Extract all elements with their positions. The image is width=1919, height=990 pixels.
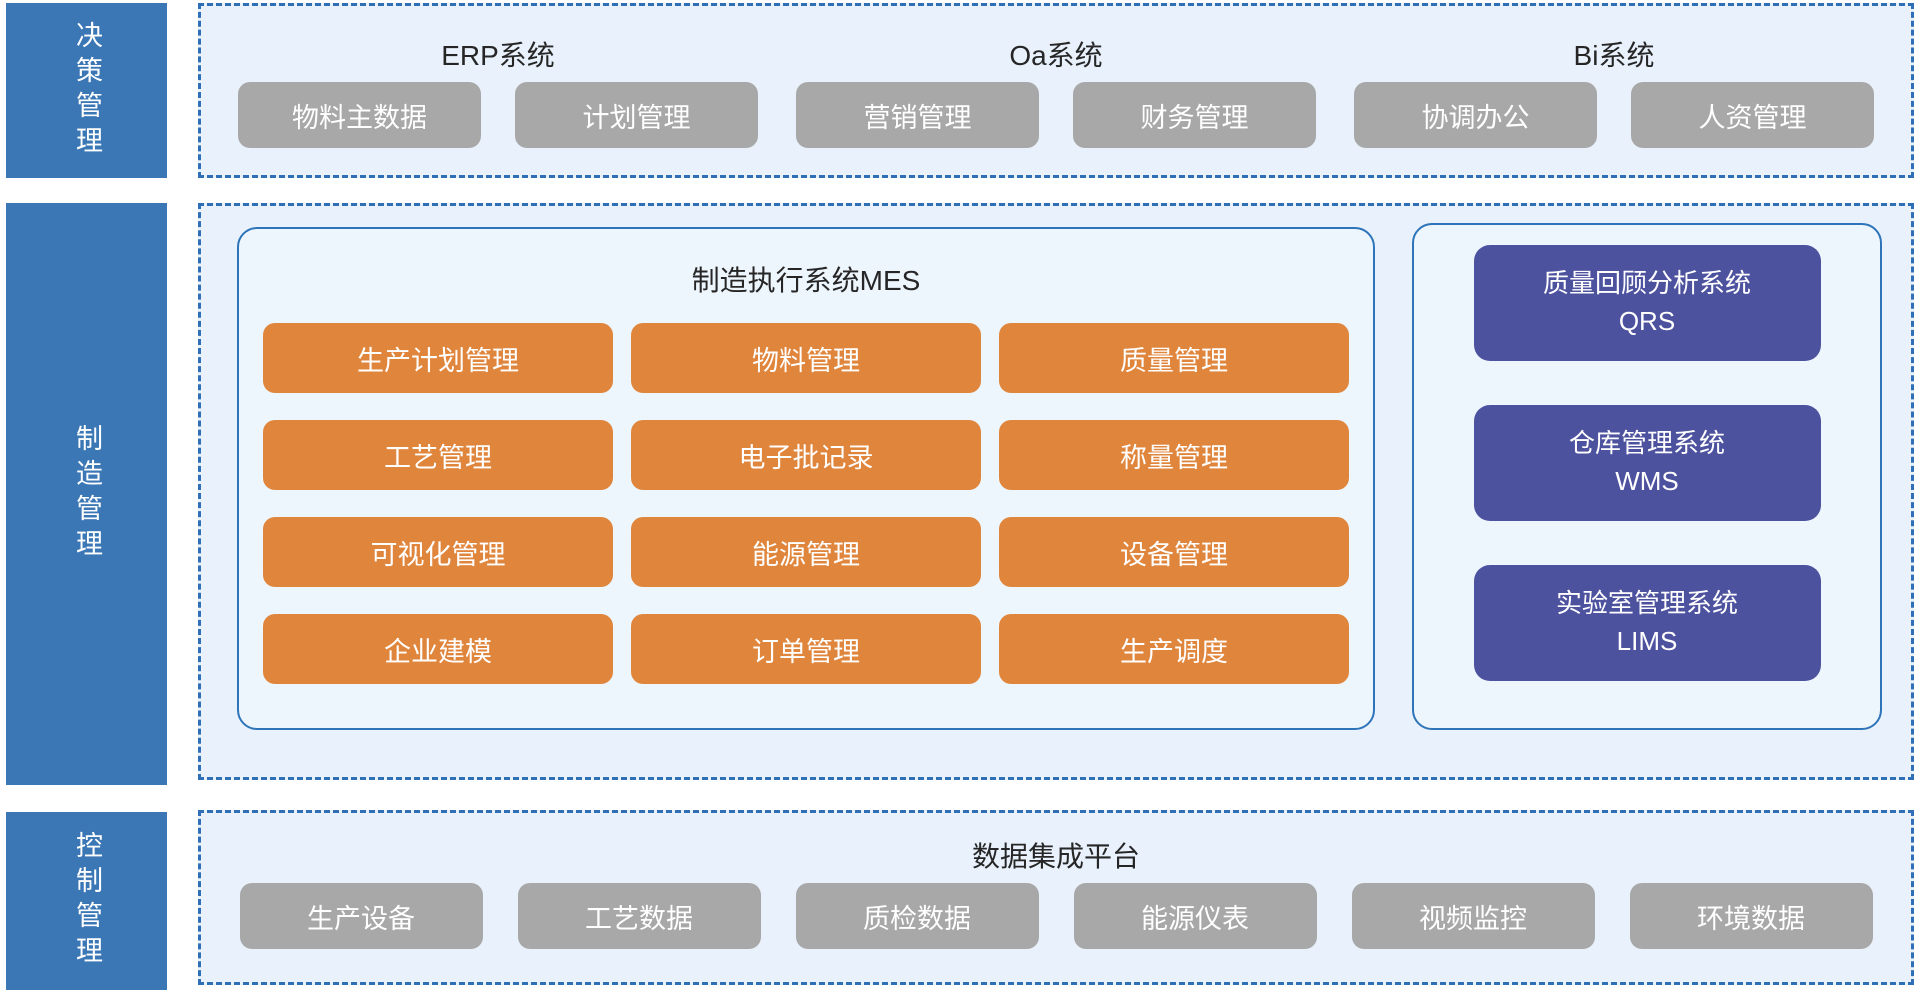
subsystems-panel: 质量回顾分析系统 QRS 仓库管理系统 WMS 实验室管理系统 LIMS [1412,223,1882,730]
wms-system-abbr: WMS [1615,466,1679,496]
wms-system-name: 仓库管理系统 [1568,428,1725,459]
tier-control-management: 控制管理 [6,812,167,990]
decision-layer-groups: ERP系统 物料主数据 计划管理 Oa系统 营销管理 财务管理 Bi系统 协调办… [201,6,1911,148]
mes-grid: 生产计划管理 物料管理 质量管理 工艺管理 电子批记录 称量管理 可视化管理 能… [239,299,1373,684]
block-finance-management: 财务管理 [1073,82,1316,148]
block-qc-data: 质检数据 [795,883,1039,949]
group-oa-system: Oa系统 营销管理 财务管理 [796,32,1316,148]
block-production-scheduling: 生产调度 [999,614,1349,684]
tier-manufacturing-management: 制造管理 [6,203,167,785]
oa-system-title: Oa系统 [1009,40,1103,71]
block-hr-management: 人资管理 [1631,82,1874,148]
block-wms-system: 仓库管理系统 WMS [1473,405,1821,521]
block-energy-management: 能源管理 [631,517,981,587]
block-environment-data: 环境数据 [1629,883,1873,949]
oa-system-blocks: 营销管理 财务管理 [796,82,1316,148]
block-process-data: 工艺数据 [517,883,761,949]
block-production-plan-management: 生产计划管理 [263,323,613,393]
block-video-surveillance: 视频监控 [1351,883,1595,949]
block-material-management: 物料管理 [631,323,981,393]
block-energy-meter: 能源仪表 [1073,883,1317,949]
tier-decision-label: 决策管理 [72,20,102,161]
block-visualization-management: 可视化管理 [263,517,613,587]
tier-decision-management: 决策管理 [6,3,167,178]
block-material-master-data: 物料主数据 [238,82,481,148]
block-equipment-management: 设备管理 [999,517,1349,587]
qrs-system-abbr: QRS [1618,306,1676,336]
block-order-management: 订单管理 [631,614,981,684]
block-plan-management: 计划管理 [515,82,758,148]
data-integration-platform-title: 数据集成平台 [971,841,1140,872]
block-electronic-batch-record: 电子批记录 [631,420,981,490]
erp-system-title: ERP系统 [441,40,555,71]
group-erp-system: ERP系统 物料主数据 计划管理 [238,32,758,148]
lims-system-abbr: LIMS [1616,626,1678,656]
bi-system-title: Bi系统 [1573,40,1655,71]
tier-control-label: 控制管理 [72,831,102,971]
block-quality-management: 质量管理 [999,323,1349,393]
manufacturing-layer-section: 制造执行系统MES 生产计划管理 物料管理 质量管理 工艺管理 电子批记录 称量… [198,203,1914,780]
block-marketing-management: 营销管理 [796,82,1039,148]
tier-manufacturing-label: 制造管理 [72,424,102,564]
lims-system-name: 实验室管理系统 [1555,588,1738,619]
block-process-management: 工艺管理 [263,420,613,490]
mes-panel: 制造执行系统MES 生产计划管理 物料管理 质量管理 工艺管理 电子批记录 称量… [237,227,1375,730]
erp-system-blocks: 物料主数据 计划管理 [238,82,758,148]
data-integration-platform: 数据集成平台 生产设备 工艺数据 质检数据 能源仪表 视频监控 环境数据 [201,813,1911,949]
block-qrs-system: 质量回顾分析系统 QRS [1473,245,1821,361]
group-bi-system: Bi系统 协调办公 人资管理 [1354,32,1874,148]
block-weighing-management: 称量管理 [999,420,1349,490]
block-lims-system: 实验室管理系统 LIMS [1473,565,1821,681]
mes-panel-title: 制造执行系统MES [691,265,921,296]
block-enterprise-modeling: 企业建模 [263,614,613,684]
data-integration-blocks: 生产设备 工艺数据 质检数据 能源仪表 视频监控 环境数据 [239,883,1873,949]
subsystems-column: 质量回顾分析系统 QRS 仓库管理系统 WMS 实验室管理系统 LIMS [1414,225,1880,681]
bi-system-blocks: 协调办公 人资管理 [1354,82,1874,148]
control-layer-section: 数据集成平台 生产设备 工艺数据 质检数据 能源仪表 视频监控 环境数据 [198,810,1914,985]
block-collaborative-office: 协调办公 [1354,82,1597,148]
decision-layer-section: ERP系统 物料主数据 计划管理 Oa系统 营销管理 财务管理 Bi系统 协调办… [198,3,1914,178]
qrs-system-name: 质量回顾分析系统 [1542,268,1751,299]
block-production-equipment: 生产设备 [239,883,483,949]
